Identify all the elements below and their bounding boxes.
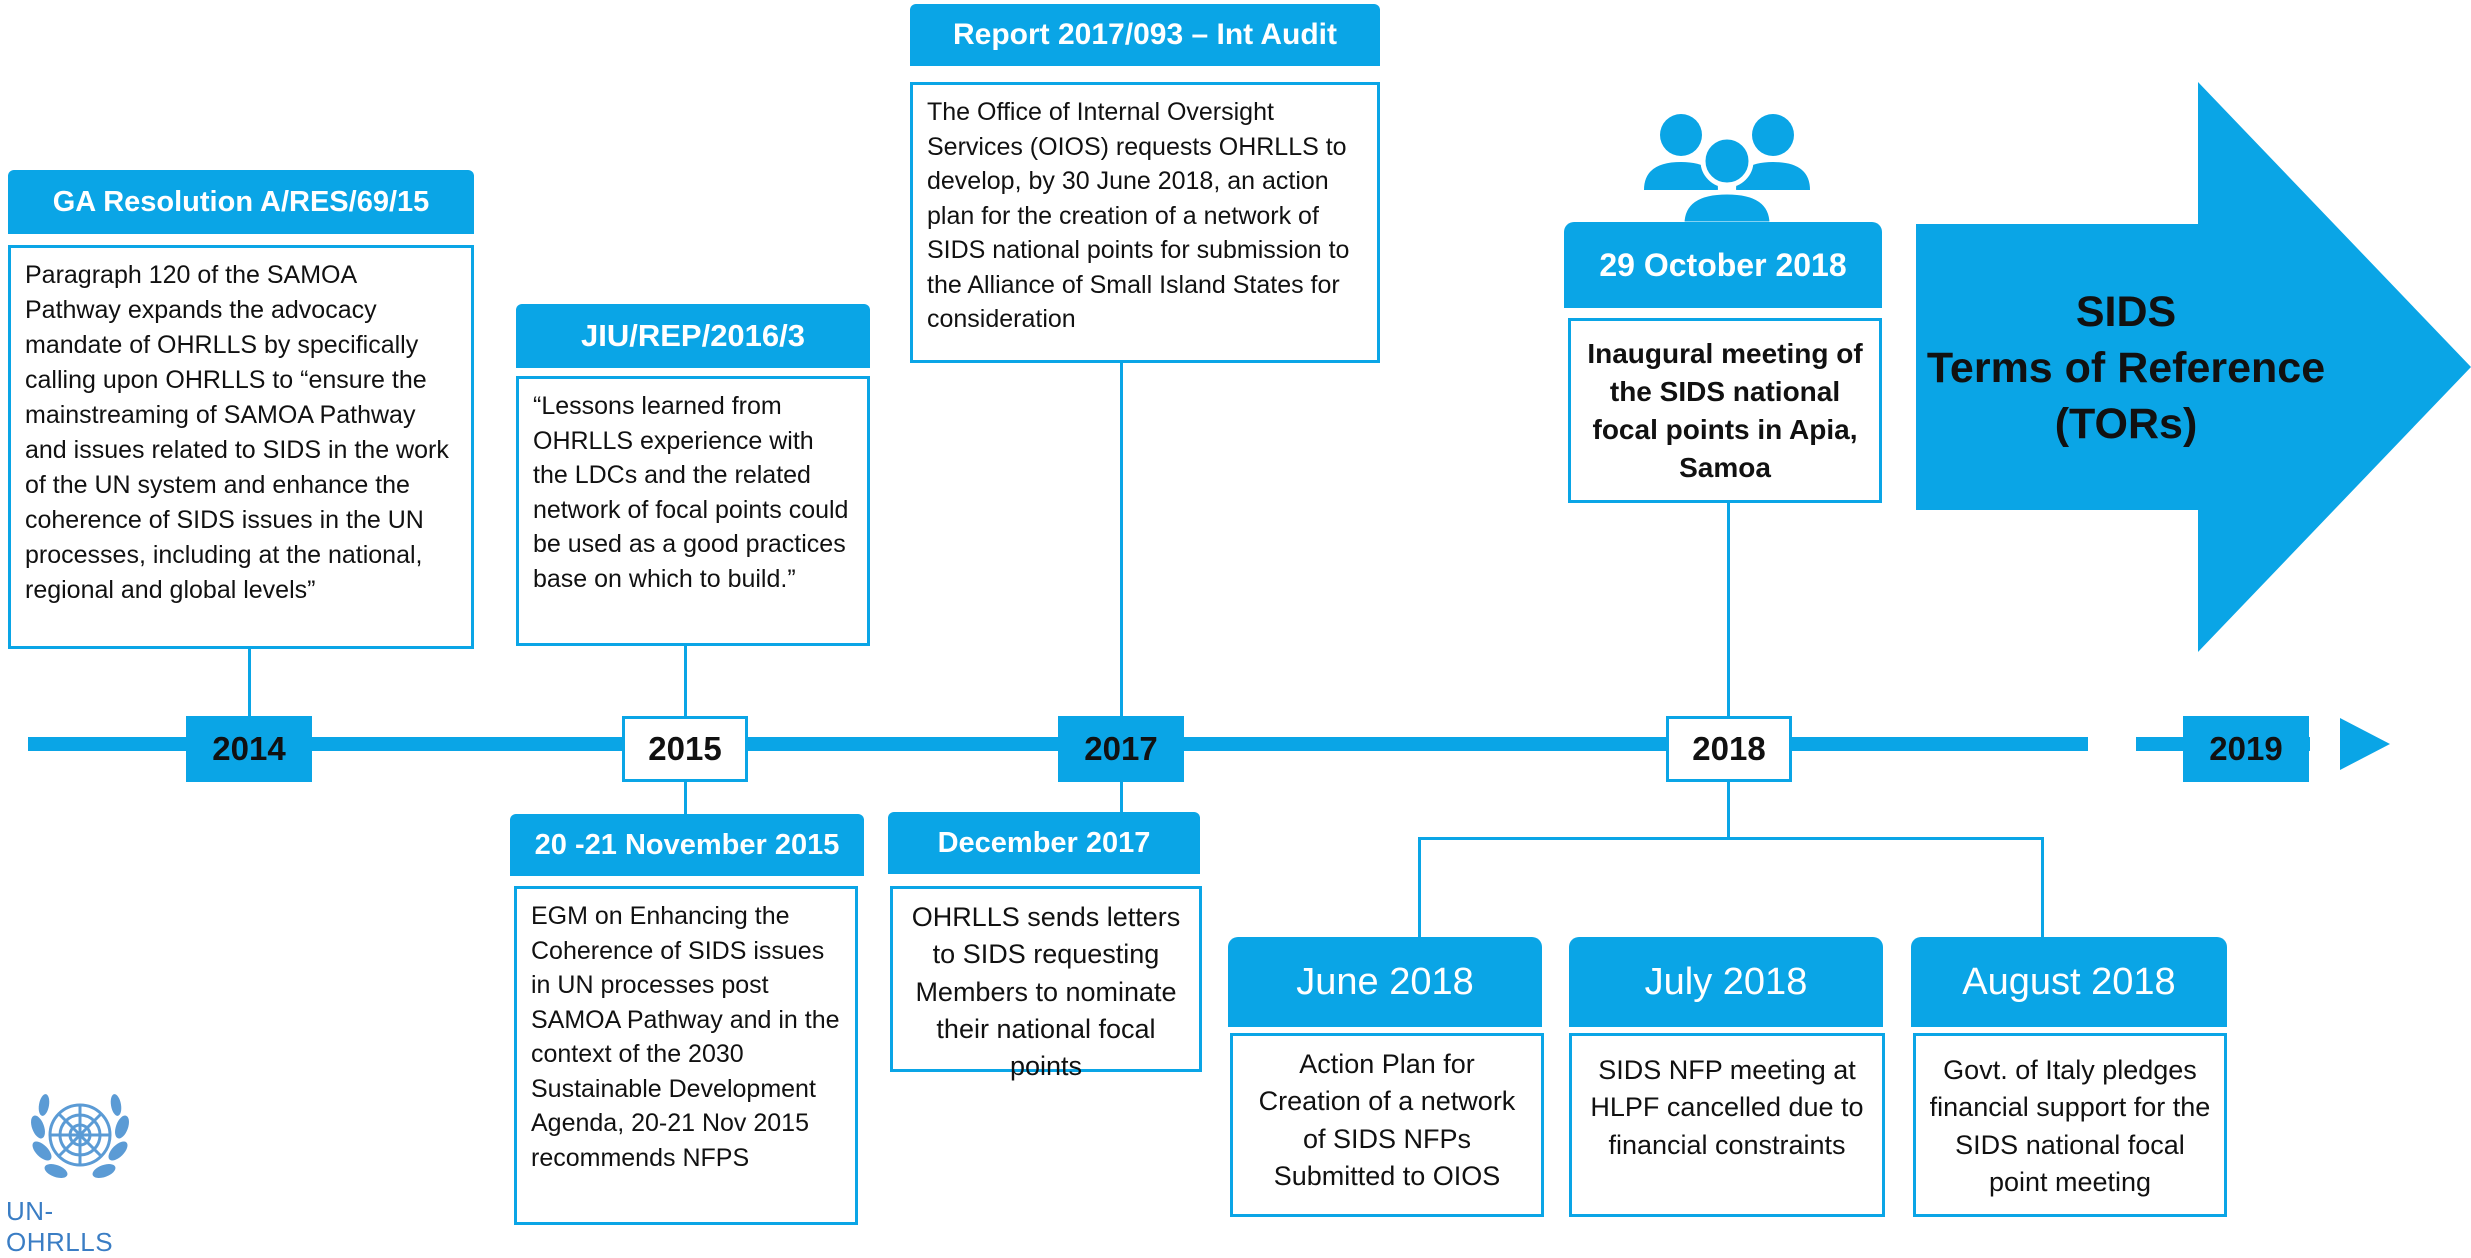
tor-line-1: SIDS bbox=[2075, 288, 2177, 336]
jiu-text: “Lessons learned from OHRLLS experience … bbox=[516, 376, 870, 646]
connector-2015-down bbox=[684, 782, 687, 814]
year-2017: 2017 bbox=[1058, 716, 1184, 782]
report-header: Report 2017/093 – Int Audit bbox=[910, 4, 1380, 66]
connector-june bbox=[1418, 837, 1421, 939]
oct2018-text: Inaugural meeting of the SIDS national f… bbox=[1568, 318, 1882, 503]
tor-arrow-shape bbox=[1916, 82, 2471, 652]
connector-2018-down bbox=[1727, 782, 1730, 838]
ga-resolution-header: GA Resolution A/RES/69/15 bbox=[8, 170, 474, 234]
report-text: The Office of Internal Oversight Service… bbox=[910, 82, 1380, 363]
connector-2015-up bbox=[684, 645, 687, 718]
logo-label: UN-OHRLLS bbox=[6, 1196, 114, 1257]
year-2018: 2018 bbox=[1666, 716, 1792, 782]
oct2018-header: 29 October 2018 bbox=[1564, 222, 1882, 308]
connector-2018-branch bbox=[1418, 837, 2044, 840]
jul2018-header: July 2018 bbox=[1569, 937, 1883, 1027]
un-emblem-logo bbox=[31, 1094, 129, 1178]
jiu-header: JIU/REP/2016/3 bbox=[516, 304, 870, 368]
tor-arrow-text: SIDS Terms of Reference (TORs) bbox=[1916, 285, 2336, 453]
connector-august bbox=[2041, 837, 2044, 939]
dec2017-text: OHRLLS sends letters to SIDS requesting … bbox=[890, 886, 1202, 1081]
connector-2017-down bbox=[1120, 782, 1123, 812]
jun2018-text: Action Plan for Creation of a network of… bbox=[1230, 1033, 1544, 1217]
jun2018-header: June 2018 bbox=[1228, 937, 1542, 1027]
dec2017-header: December 2017 bbox=[888, 812, 1200, 874]
jul2018-text: SIDS NFP meeting at HLPF cancelled due t… bbox=[1569, 1033, 1885, 1217]
connector-2018-up bbox=[1727, 502, 1730, 718]
nov2015-header: 20 -21 November 2015 bbox=[510, 814, 864, 876]
ga-resolution-text: Paragraph 120 of the SAMOA Pathway expan… bbox=[8, 245, 474, 649]
tor-line-3: (TORs) bbox=[2054, 399, 2198, 448]
aug2018-header: August 2018 bbox=[1911, 937, 2227, 1027]
nov2015-text: EGM on Enhancing the Coherence of SIDS i… bbox=[514, 886, 858, 1225]
connector-2014 bbox=[248, 648, 251, 718]
year-2014: 2014 bbox=[186, 716, 312, 782]
people-icon bbox=[1644, 114, 1810, 224]
year-2019: 2019 bbox=[2183, 716, 2309, 782]
year-2015: 2015 bbox=[622, 716, 748, 782]
tor-line-2: Terms of Reference bbox=[1926, 343, 2326, 392]
aug2018-text: Govt. of Italy pledges financial support… bbox=[1913, 1033, 2227, 1217]
timeline-arrowhead bbox=[2340, 718, 2390, 770]
connector-2017-up bbox=[1120, 362, 1123, 718]
